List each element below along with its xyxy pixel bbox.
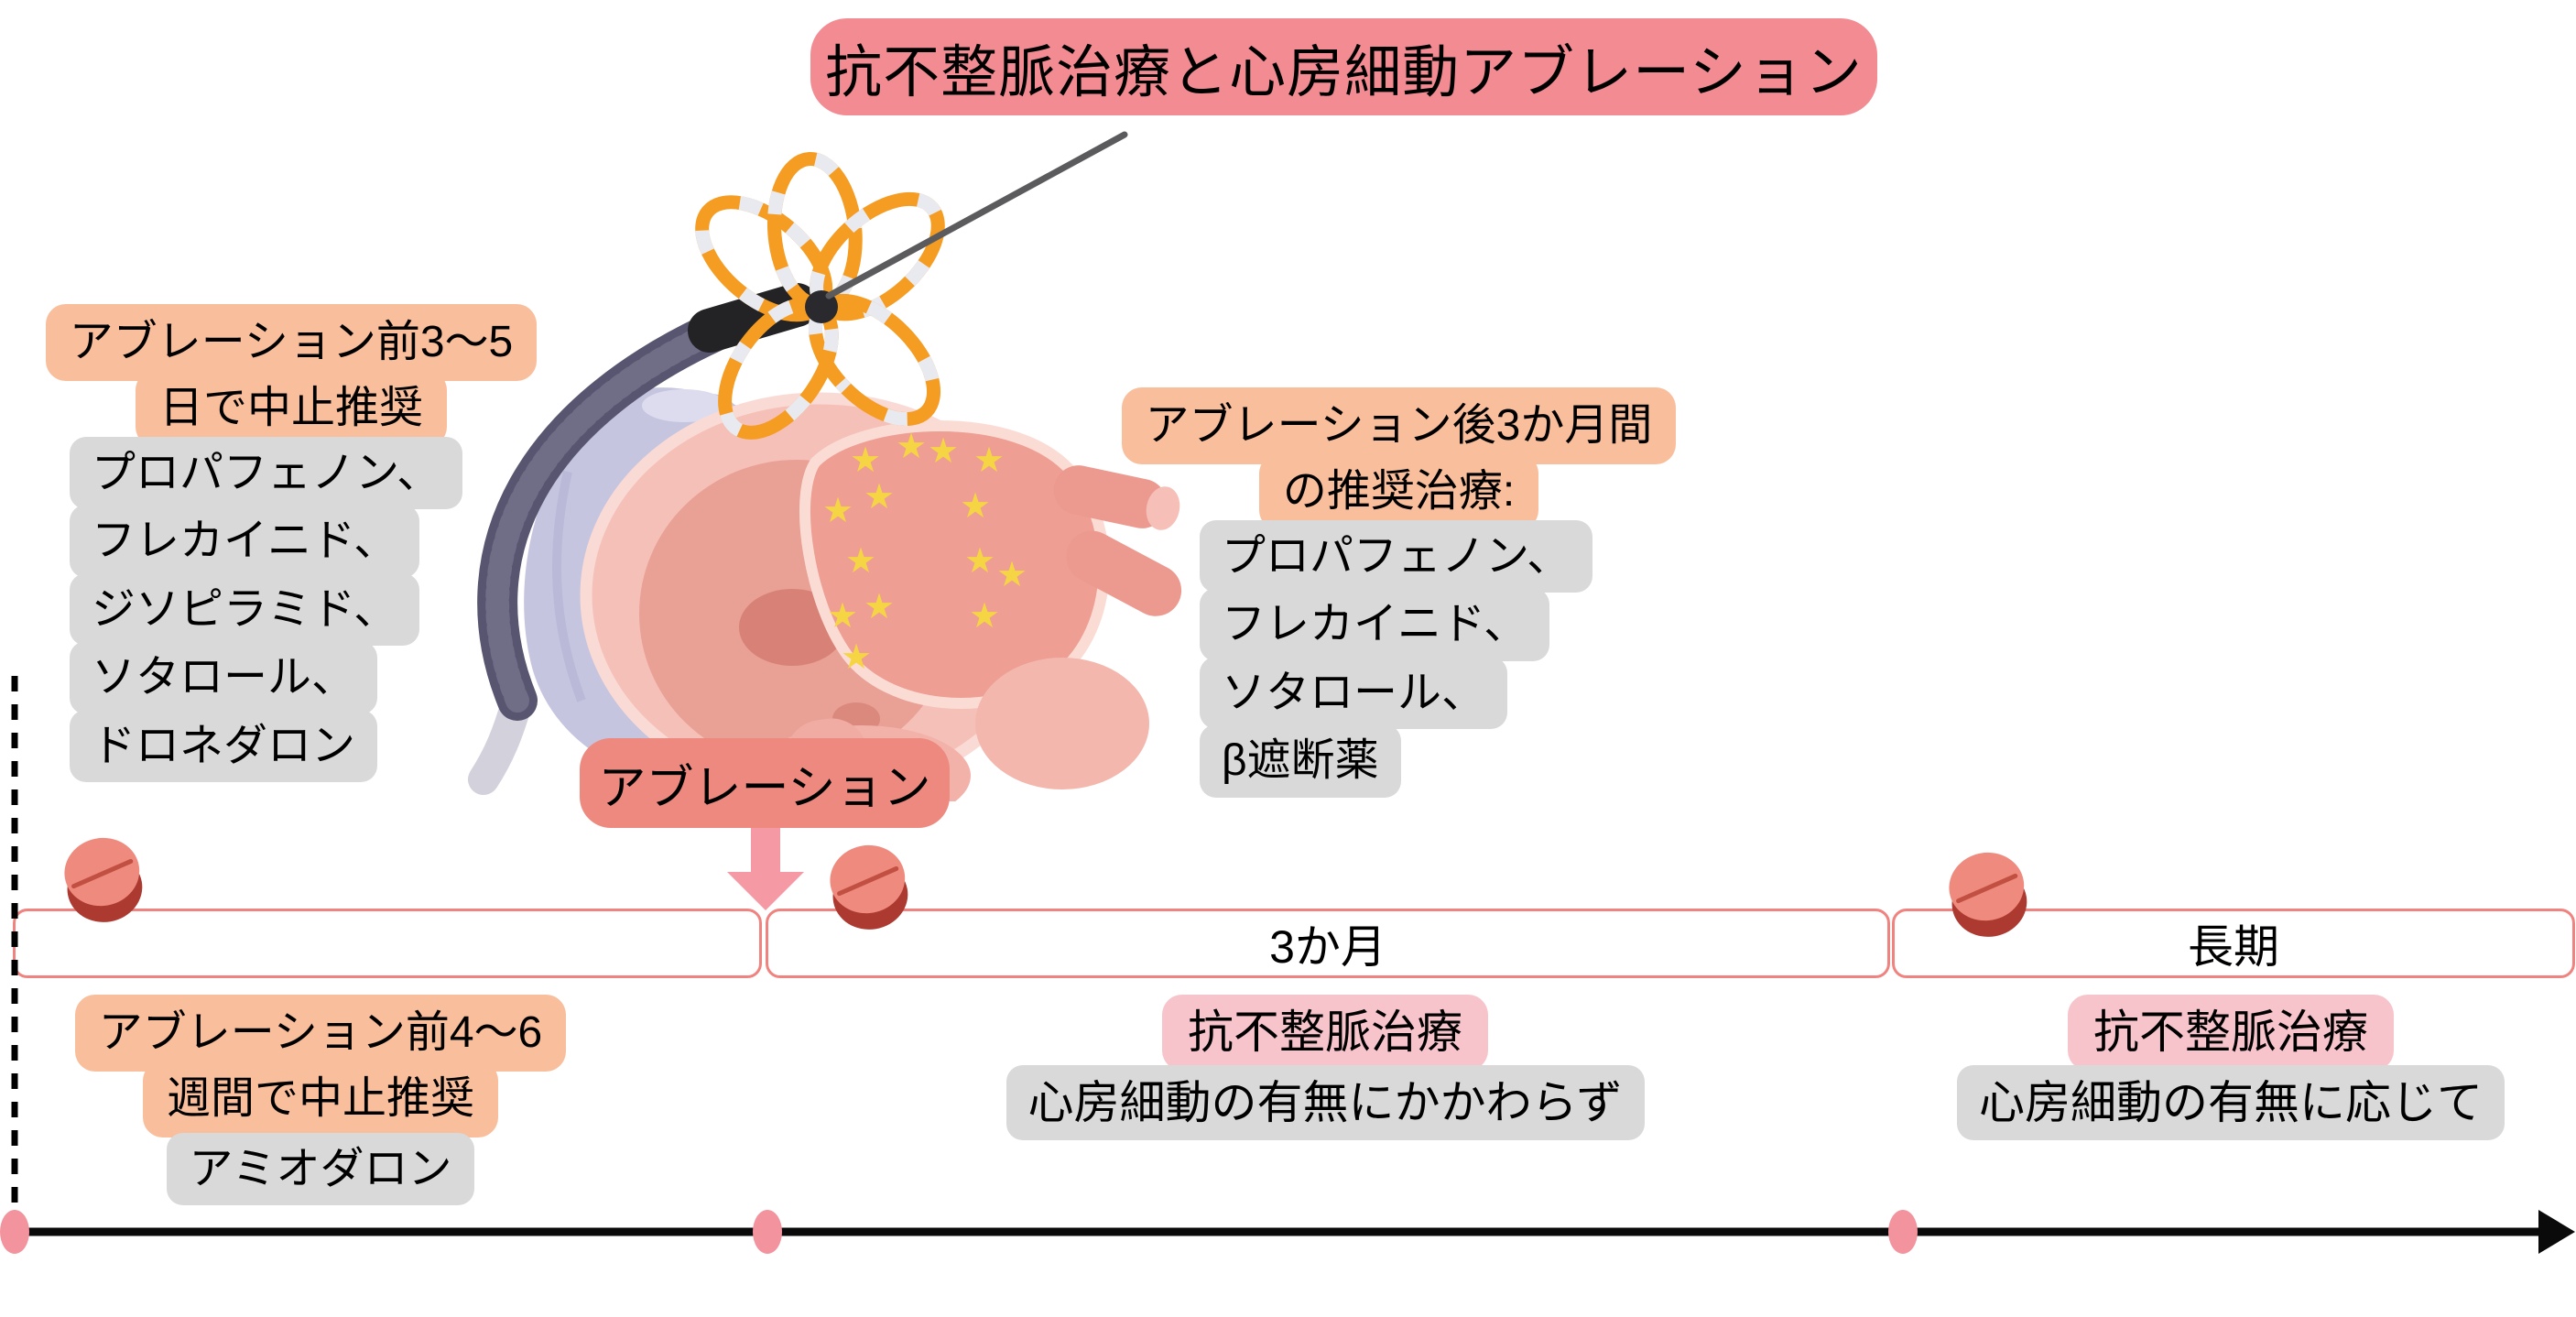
star-icon: ★ [964, 542, 995, 581]
timeline-segment-label: 3か月 [1269, 921, 1386, 973]
note-heading-line2: 日で中止推奨 [135, 370, 447, 447]
drug-item: プロパフェノン、 [70, 437, 463, 510]
note-stop-weeks-before: アブレーション前4〜6 週間で中止推奨 アミオダロン [55, 995, 586, 1206]
note-segment-3-months: 抗不整脈治療 心房細動の有無にかかわらず [766, 995, 1885, 1140]
timeline-segment-long-term: 長期 [1892, 909, 2575, 978]
star-icon: ★ [841, 638, 872, 677]
left-atrium [799, 420, 1182, 789]
drug-item: ソタロール、 [70, 641, 378, 714]
star-icon: ★ [850, 441, 881, 480]
therapy-label: 抗不整脈治療 [2068, 995, 2394, 1071]
drug-item: β遮断薬 [1200, 724, 1401, 798]
star-icon: ★ [827, 597, 858, 636]
star-icon: ★ [996, 556, 1027, 594]
star-icon: ★ [973, 441, 1005, 480]
timeline-segment-pre-ablation [13, 909, 762, 978]
star-icon: ★ [969, 597, 1000, 636]
star-icon: ★ [896, 428, 927, 466]
timeline-axis-arrow [9, 1210, 2575, 1254]
therapy-label: 抗不整脈治療 [1162, 995, 1488, 1071]
guide-wire [825, 131, 1128, 299]
note-stop-days-before: アブレーション前3〜5 日で中止推奨 プロパフェノン、 フレカイニド、 ジソピラ… [16, 304, 566, 783]
note-heading-line2: 週間で中止推奨 [142, 1061, 498, 1137]
timeline-marker-dot [0, 1210, 29, 1254]
drug-item: ドロネダロン [70, 709, 378, 783]
timeline-marker-dot [1888, 1210, 1918, 1254]
star-icon: ★ [928, 432, 959, 471]
timeline-segment-3-months: 3か月 [766, 909, 1890, 978]
drug-item: フレカイニド、 [70, 505, 420, 578]
timeline-marker-dot [753, 1210, 782, 1254]
star-icon: ★ [864, 478, 895, 517]
drug-item: フレカイニド、 [1200, 588, 1550, 661]
therapy-detail: 心房細動の有無に応じて [1957, 1064, 2505, 1140]
note-heading-line1: アブレーション前3〜5 [45, 304, 538, 381]
drug-item: ソタロール、 [1200, 656, 1508, 730]
heart-catheter-illustration: ★ ★ ★ ★ ★ ★ ★ ★ ★ ★ ★ ★ ★ ★ [468, 131, 1182, 801]
drug-list: プロパフェノン、 フレカイニド、 ジソピラミド、 ソタロール、 ドロネダロン [70, 437, 463, 783]
af-trigger-stars: ★ ★ ★ ★ ★ ★ ★ ★ ★ ★ ★ ★ ★ ★ [822, 428, 1027, 677]
therapy-detail: 心房細動の有無にかかわらず [1005, 1064, 1645, 1140]
drug-list: プロパフェノン、 フレカイニド、 ソタロール、 β遮断薬 [1200, 520, 1593, 798]
drug-item: プロパフェノン、 [1200, 520, 1593, 593]
drug-item: ジソピラミド、 [70, 572, 420, 647]
ablation-label: アブレーション [580, 738, 950, 828]
page-title: 抗不整脈治療と心房細動アブレーション [810, 18, 1877, 115]
note-heading-line1: アブレーション前4〜6 [74, 995, 567, 1072]
note-heading-line1: アブレーション後3か月間 [1121, 387, 1677, 464]
drug-item: アミオダロン [167, 1133, 474, 1206]
star-icon: ★ [864, 588, 895, 626]
timeline-segment-label: 長期 [2188, 921, 2279, 973]
note-segment-long-term: 抗不整脈治療 心房細動の有無に応じて [1892, 995, 2570, 1140]
down-arrow-icon [727, 826, 804, 910]
star-icon: ★ [960, 487, 991, 526]
star-icon: ★ [845, 542, 876, 581]
ablation-catheter-loops-icon [695, 152, 945, 440]
star-icon: ★ [822, 492, 853, 530]
note-heading-line2: の推奨治療: [1258, 453, 1539, 530]
note-post-ablation-therapy: アブレーション後3か月間 の推奨治療: プロパフェノン、 フレカイニド、 ソタロ… [1090, 387, 1708, 798]
